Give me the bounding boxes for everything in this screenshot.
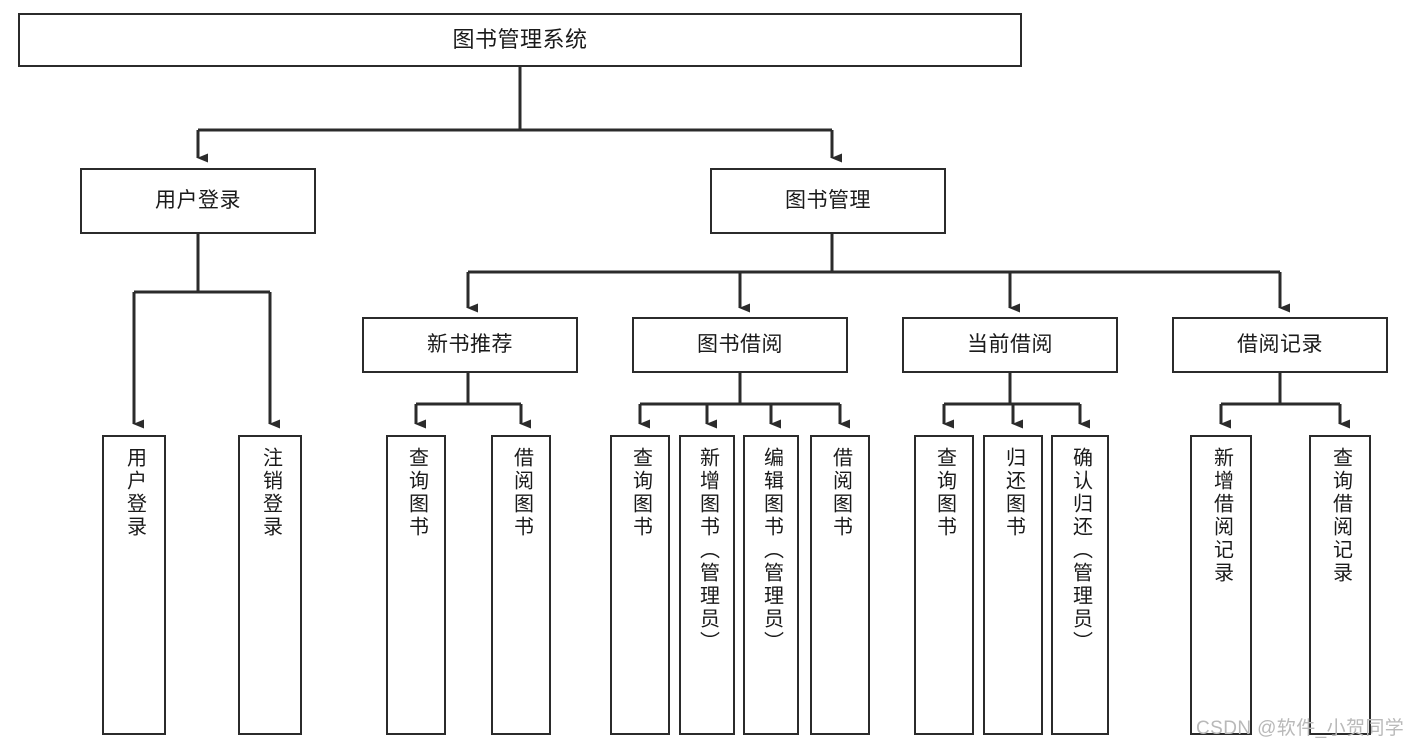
- node-leaf-confirm-return-label: 确认归还（管理员）: [1069, 447, 1092, 654]
- node-leaf-query-book-1[interactable]: 查询图书: [386, 435, 446, 735]
- node-current-borrow[interactable]: 当前借阅: [902, 317, 1118, 373]
- node-user-login[interactable]: 用户登录: [80, 168, 316, 234]
- node-leaf-borrow-book-1[interactable]: 借阅图书: [491, 435, 551, 735]
- node-current-borrow-label: 当前借阅: [967, 332, 1053, 356]
- node-leaf-add-book[interactable]: 新增图书（管理员）: [679, 435, 735, 735]
- node-leaf-logout-label: 注销登录: [259, 447, 282, 539]
- node-leaf-user-login[interactable]: 用户登录: [102, 435, 166, 735]
- node-leaf-logout[interactable]: 注销登录: [238, 435, 302, 735]
- csdn-watermark: CSDN @软件_小贺同学: [1196, 718, 1405, 739]
- node-leaf-query-book-2[interactable]: 查询图书: [610, 435, 670, 735]
- node-root[interactable]: 图书管理系统: [18, 13, 1022, 67]
- node-book-borrow-label: 图书借阅: [697, 332, 783, 356]
- node-book-manage-label: 图书管理: [785, 188, 871, 212]
- node-leaf-add-record[interactable]: 新增借阅记录: [1190, 435, 1252, 735]
- node-new-book-recommend[interactable]: 新书推荐: [362, 317, 578, 373]
- node-leaf-add-book-label: 新增图书（管理员）: [696, 447, 719, 654]
- node-leaf-edit-book-label: 编辑图书（管理员）: [760, 447, 783, 654]
- node-leaf-query-book-3[interactable]: 查询图书: [914, 435, 974, 735]
- node-user-login-label: 用户登录: [155, 188, 241, 212]
- node-book-borrow[interactable]: 图书借阅: [632, 317, 848, 373]
- node-leaf-user-login-label: 用户登录: [123, 447, 146, 539]
- node-leaf-borrow-book-2-label: 借阅图书: [829, 447, 852, 539]
- node-leaf-borrow-book-2[interactable]: 借阅图书: [810, 435, 870, 735]
- node-leaf-edit-book[interactable]: 编辑图书（管理员）: [743, 435, 799, 735]
- node-leaf-borrow-book-1-label: 借阅图书: [510, 447, 533, 539]
- node-new-book-recommend-label: 新书推荐: [427, 332, 513, 356]
- node-leaf-return-book-label: 归还图书: [1002, 447, 1025, 539]
- node-book-manage[interactable]: 图书管理: [710, 168, 946, 234]
- node-borrow-record[interactable]: 借阅记录: [1172, 317, 1388, 373]
- node-leaf-return-book[interactable]: 归还图书: [983, 435, 1043, 735]
- node-leaf-confirm-return[interactable]: 确认归还（管理员）: [1051, 435, 1109, 735]
- node-leaf-query-book-1-label: 查询图书: [405, 447, 428, 539]
- node-leaf-add-record-label: 新增借阅记录: [1210, 447, 1233, 585]
- node-leaf-query-book-2-label: 查询图书: [629, 447, 652, 539]
- node-leaf-query-record-label: 查询借阅记录: [1329, 447, 1352, 585]
- node-root-label: 图书管理系统: [452, 27, 588, 53]
- node-borrow-record-label: 借阅记录: [1237, 332, 1323, 356]
- node-leaf-query-record[interactable]: 查询借阅记录: [1309, 435, 1371, 735]
- node-leaf-query-book-3-label: 查询图书: [933, 447, 956, 539]
